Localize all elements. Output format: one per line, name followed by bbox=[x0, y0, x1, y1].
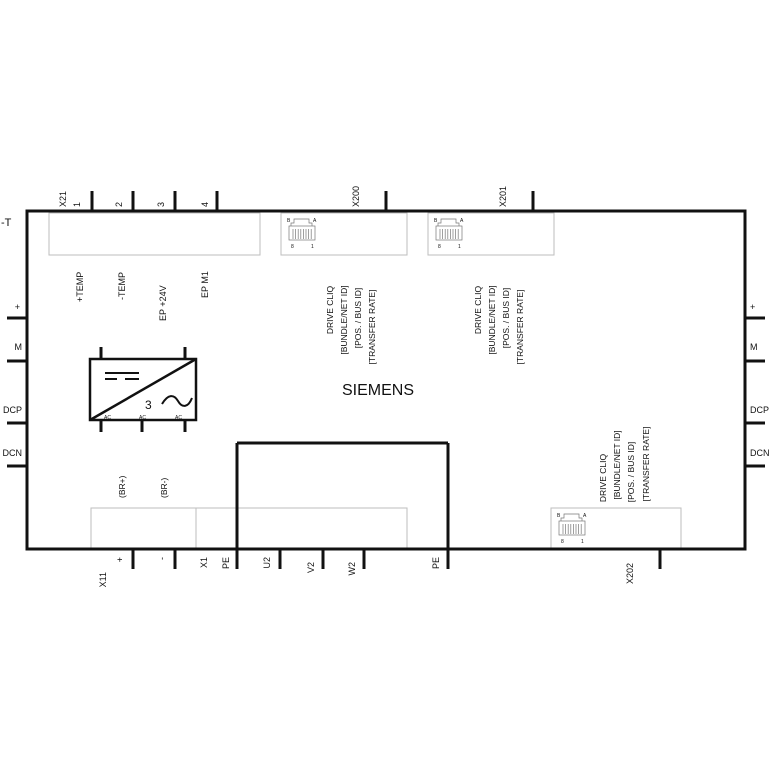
right-plus-label: + bbox=[750, 302, 755, 312]
device-designation: -T bbox=[1, 217, 12, 229]
motor-output-frame bbox=[235, 441, 450, 569]
drive-cliq-rate: [TRANSFER RATE] bbox=[641, 427, 651, 502]
drive-cliq-title: DRIVE CLIQ bbox=[325, 286, 335, 335]
rj45-pin-b: B bbox=[557, 513, 561, 519]
rj45-pin-b: B bbox=[434, 218, 438, 224]
x1-pin-v2: V2 bbox=[306, 562, 316, 573]
signal-ep-m1: EP M1 bbox=[200, 271, 210, 298]
right-m-label: M bbox=[750, 342, 758, 352]
x201-label: X201 bbox=[498, 186, 508, 207]
x200-housing bbox=[280, 212, 408, 256]
bottom-terminal-ticks bbox=[131, 549, 662, 569]
signal-plus-temp: +TEMP bbox=[75, 272, 85, 302]
rj45-pin-a: A bbox=[313, 218, 317, 224]
drive-cliq-title: DRIVE CLIQ bbox=[473, 286, 483, 335]
right-dcn-label: DCN bbox=[750, 448, 770, 458]
x1-pin-pe: PE bbox=[221, 557, 231, 569]
x1-housing bbox=[195, 507, 408, 550]
rj45-socket-icon: B A 8 1 bbox=[434, 218, 464, 250]
x11-pin-minus: - bbox=[157, 557, 167, 560]
x201-housing bbox=[427, 212, 555, 256]
x202-label: X202 bbox=[625, 563, 635, 584]
x1-pin-u2: U2 bbox=[262, 557, 272, 569]
rj45-pin-first: 8 bbox=[291, 244, 294, 250]
top-terminal-ticks bbox=[90, 191, 535, 211]
drive-cliq-bundle: [BUNDLE/NET ID] bbox=[487, 285, 497, 354]
inverter-symbol: 3 AC AC AC bbox=[88, 347, 198, 432]
drive-cliq-pos: [POS. / BUS ID] bbox=[626, 442, 636, 502]
signal-ep-24v: EP +24V bbox=[158, 285, 168, 321]
drive-cliq-rate: [TRANSFER RATE] bbox=[367, 290, 377, 365]
ac-label-3: AC bbox=[175, 415, 182, 421]
x11-label: X11 bbox=[98, 572, 108, 587]
x21-pin-2: 2 bbox=[114, 202, 124, 207]
ac-wave-icon bbox=[161, 395, 193, 407]
drive-cliq-pos: [POS. / BUS ID] bbox=[353, 288, 363, 348]
left-dcn-label: DCN bbox=[3, 448, 23, 458]
right-terminals: + M DCP DCN bbox=[745, 302, 770, 468]
drive-cliq-title: DRIVE CLIQ bbox=[598, 454, 608, 503]
x1-label: X1 bbox=[199, 557, 209, 568]
rj45-pin-first: 8 bbox=[561, 539, 564, 545]
drive-cliq-block-1: DRIVE CLIQ [BUNDLE/NET ID] [POS. / BUS I… bbox=[325, 285, 377, 364]
left-plus-label: + bbox=[15, 302, 20, 312]
right-dcp-label: DCP bbox=[750, 405, 769, 415]
rj45-pin-first: 8 bbox=[438, 244, 441, 250]
rj45-socket-icon: B A 8 1 bbox=[287, 218, 317, 250]
x11-pin-plus: + bbox=[115, 557, 125, 562]
signal-br-plus: (BR+) bbox=[117, 475, 127, 498]
signal-br-minus: (BR-) bbox=[159, 478, 169, 498]
x200-label: X200 bbox=[351, 186, 361, 207]
signal-minus-temp: -TEMP bbox=[117, 272, 127, 300]
drive-cliq-block-3: DRIVE CLIQ [BUNDLE/NET ID] [POS. / BUS I… bbox=[598, 427, 651, 503]
rj45-pin-a: A bbox=[583, 513, 587, 519]
rj45-pin-b: B bbox=[287, 218, 291, 224]
brand-label: SIEMENS bbox=[342, 382, 414, 399]
phase-count: 3 bbox=[145, 398, 152, 412]
drive-cliq-block-2: DRIVE CLIQ [BUNDLE/NET ID] [POS. / BUS I… bbox=[473, 285, 525, 364]
drive-cliq-bundle: [BUNDLE/NET ID] bbox=[612, 430, 622, 499]
x202-housing bbox=[550, 507, 682, 550]
x21-housing bbox=[48, 212, 261, 256]
left-m-label: M bbox=[15, 342, 23, 352]
rj45-socket-icon: B A 8 1 bbox=[557, 513, 587, 545]
drive-cliq-bundle: [BUNDLE/NET ID] bbox=[339, 285, 349, 354]
drive-cliq-rate: [TRANSFER RATE] bbox=[515, 290, 525, 365]
x1-pin-w2: W2 bbox=[347, 562, 357, 576]
left-terminals: + M DCP DCN bbox=[3, 302, 27, 468]
x1-pin-pe-2: PE bbox=[431, 557, 441, 569]
rj45-pin-last: 1 bbox=[311, 244, 314, 250]
drive-cliq-pos: [POS. / BUS ID] bbox=[501, 288, 511, 348]
rj45-pin-last: 1 bbox=[458, 244, 461, 250]
ac-label-2: AC bbox=[139, 415, 146, 421]
x21-pin-3: 3 bbox=[156, 202, 166, 207]
rj45-pin-last: 1 bbox=[581, 539, 584, 545]
ac-label-1: AC bbox=[104, 415, 111, 421]
x11-housing bbox=[90, 507, 197, 550]
x21-pin-4: 4 bbox=[200, 202, 210, 207]
x21-label: X21 bbox=[58, 191, 68, 207]
left-dcp-label: DCP bbox=[3, 405, 22, 415]
x21-pin-1: 1 bbox=[72, 202, 82, 207]
rj45-pin-a: A bbox=[460, 218, 464, 224]
